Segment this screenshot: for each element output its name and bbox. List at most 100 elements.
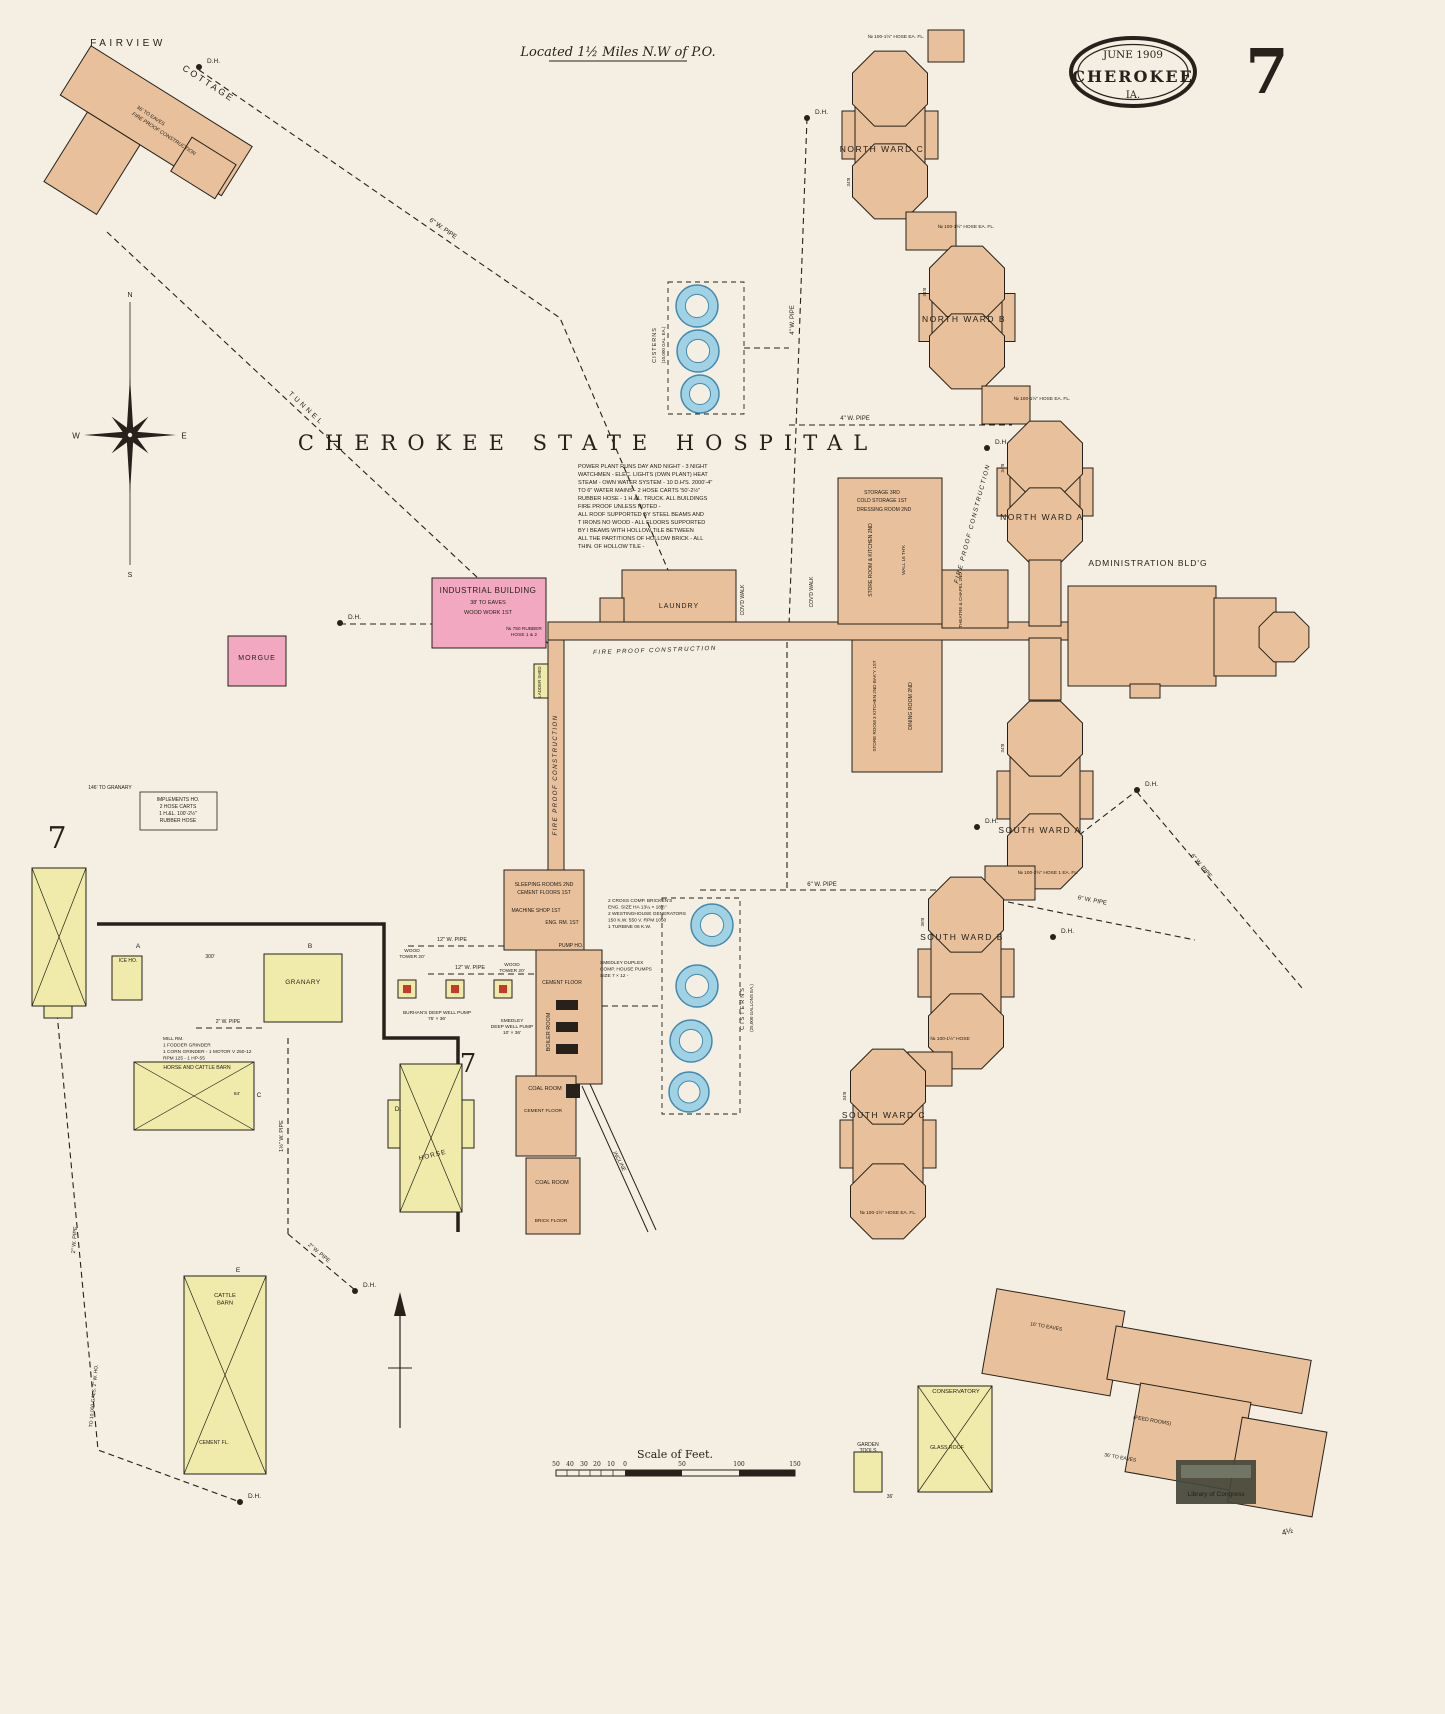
connector-ba [981, 385, 1031, 425]
note-line: COMP. HOUSE PUMPS [600, 967, 652, 973]
laundry-kitchen [599, 569, 737, 629]
ward-bay [928, 876, 1004, 953]
map-label: ICE HO. [119, 958, 138, 964]
map-label: COV'D WALK [809, 576, 815, 607]
map-label: CEMENT FLOORS 1ST [517, 890, 571, 896]
building-part [263, 953, 343, 1023]
south-ward-c [839, 1048, 937, 1240]
notes-layer: POWER PLANT RUNS DAY AND NIGHT - 3 NIGHT… [139, 464, 879, 1454]
fairview-cottage [43, 45, 253, 216]
hydrant-dot [974, 824, 980, 830]
scale-bar: Scale of Feet. 50 40 30 20 10 0 50 100 1… [552, 1448, 801, 1477]
sheet-number: 7 [1245, 35, 1288, 108]
ice-house [111, 955, 143, 1001]
boiler-mark [556, 1000, 578, 1010]
ward-bay [1007, 420, 1083, 497]
map-label: D. [395, 1106, 402, 1113]
note-line: TOWER 20' [499, 968, 524, 974]
south-ward-b [917, 876, 1015, 1070]
hydrant-label: D.H. [1061, 928, 1074, 935]
note-line: RPM 125 - 1 HP-55 [163, 1056, 205, 1062]
map-label: (25,000 GALLONS EA.) [749, 984, 754, 1032]
map-label: 1½" W. PIPE [278, 1120, 285, 1152]
horse-barn [387, 1063, 475, 1213]
svg-text:30: 30 [580, 1461, 588, 1468]
map-label: (10,000 GAL. EA.) [661, 326, 666, 363]
map-label: MACHINE SHOP 1ST [511, 908, 560, 914]
map-label: 38' TO EAVES [470, 600, 506, 606]
hydrant-dot [1050, 934, 1056, 940]
badge-date: JUNE 1909 [1102, 49, 1163, 61]
note-line: BY I BEAMS WITH HOLLOW TILE BETWEEN [578, 528, 694, 534]
note-line: BARN [217, 1301, 233, 1307]
note-box [139, 791, 218, 831]
roof-diagonal [183, 1275, 267, 1475]
building-part [503, 869, 585, 951]
map-label: LADDER SHED [537, 666, 542, 697]
map-label: № 100-1½" HOSE EA. FL. [1014, 395, 1071, 402]
map-label: 4" W. PIPE [790, 305, 796, 334]
note-line: SIZE 7 × 12 - [600, 973, 629, 979]
building-part [431, 577, 547, 649]
note-line: 1 H.&L. 100'-2½" [159, 810, 197, 817]
industrial-building [431, 577, 547, 649]
water-pipe [287, 1233, 356, 1291]
west-barn [31, 867, 87, 1019]
compass-n: N [127, 292, 132, 299]
note-line: WOOD [404, 948, 420, 954]
map-label: INCLINE [611, 1151, 627, 1173]
morgue [227, 635, 287, 687]
water-pipe [788, 117, 808, 627]
map-label: HORSE AND CATTLE BARN [163, 1065, 231, 1071]
building-part [941, 569, 1009, 629]
note-line: 75' × 36' [428, 1016, 446, 1022]
map-label: WALL 16 TH'K [901, 544, 906, 575]
note-line: SMEDLEY DUPLEX [600, 960, 644, 966]
map-label: FAIRVIEW [90, 38, 166, 49]
svg-text:100: 100 [733, 1461, 745, 1468]
note-line: 1 FODDER GRINDER [163, 1043, 211, 1049]
building-part [1067, 585, 1217, 687]
location-note: Located 1½ Miles N.W of P.O. [519, 45, 715, 60]
scale-bar-seg1 [625, 1470, 682, 1476]
map-label: CISTERNS [652, 327, 658, 363]
coal-room-2 [525, 1157, 581, 1235]
incline-track-layer [581, 1083, 657, 1233]
map-label: SOUTH WARD B [920, 932, 1004, 942]
map-label: 34'B [846, 178, 851, 187]
service-block [837, 477, 1009, 773]
map-label: TUNNEL [287, 391, 325, 428]
note-line: № 750 RUBBER [506, 626, 542, 632]
sheet-furniture: CHEROKEE STATE HOSPITAL Located 1½ Miles… [298, 35, 1289, 455]
water-pipe [198, 69, 693, 627]
note-line: ALL THE PARTITIONS OF HOLLOW BRICK - ALL [578, 536, 703, 542]
note-line: 2 CROSS COMP. BRICKEN'S [608, 898, 672, 904]
map-label: COTTAGE [181, 63, 237, 104]
water-pipe [106, 231, 554, 649]
ward-bay [850, 1163, 926, 1240]
map-label: SLEEPING ROOMS 2ND [515, 882, 574, 888]
map-label: 2" W. PIPE [216, 1019, 241, 1025]
building-part [837, 477, 943, 625]
note-line: GARDEN [857, 1442, 879, 1448]
map-label: MORGUE [238, 655, 276, 662]
map-label: № 100-2½" HOSE 1 EA. FL. [1018, 869, 1079, 876]
north-ward-a [996, 420, 1094, 564]
building-part [535, 949, 603, 1085]
map-label: № 100-1½" HOSE EA. FL. [868, 33, 925, 40]
map-label: 12" W. PIPE [455, 965, 485, 971]
ward-bay [852, 50, 928, 127]
building-part [981, 385, 1031, 425]
map-label: A [136, 943, 141, 950]
compass-w: W [72, 432, 80, 441]
map-label: FIRE PROOF CONSTRUCTION [953, 463, 992, 584]
ward-bay [850, 1048, 926, 1125]
note-line: 1 CORN GRINDER - 1 MOTOR V 250-12 [163, 1049, 252, 1055]
hydrant-dot [984, 445, 990, 451]
